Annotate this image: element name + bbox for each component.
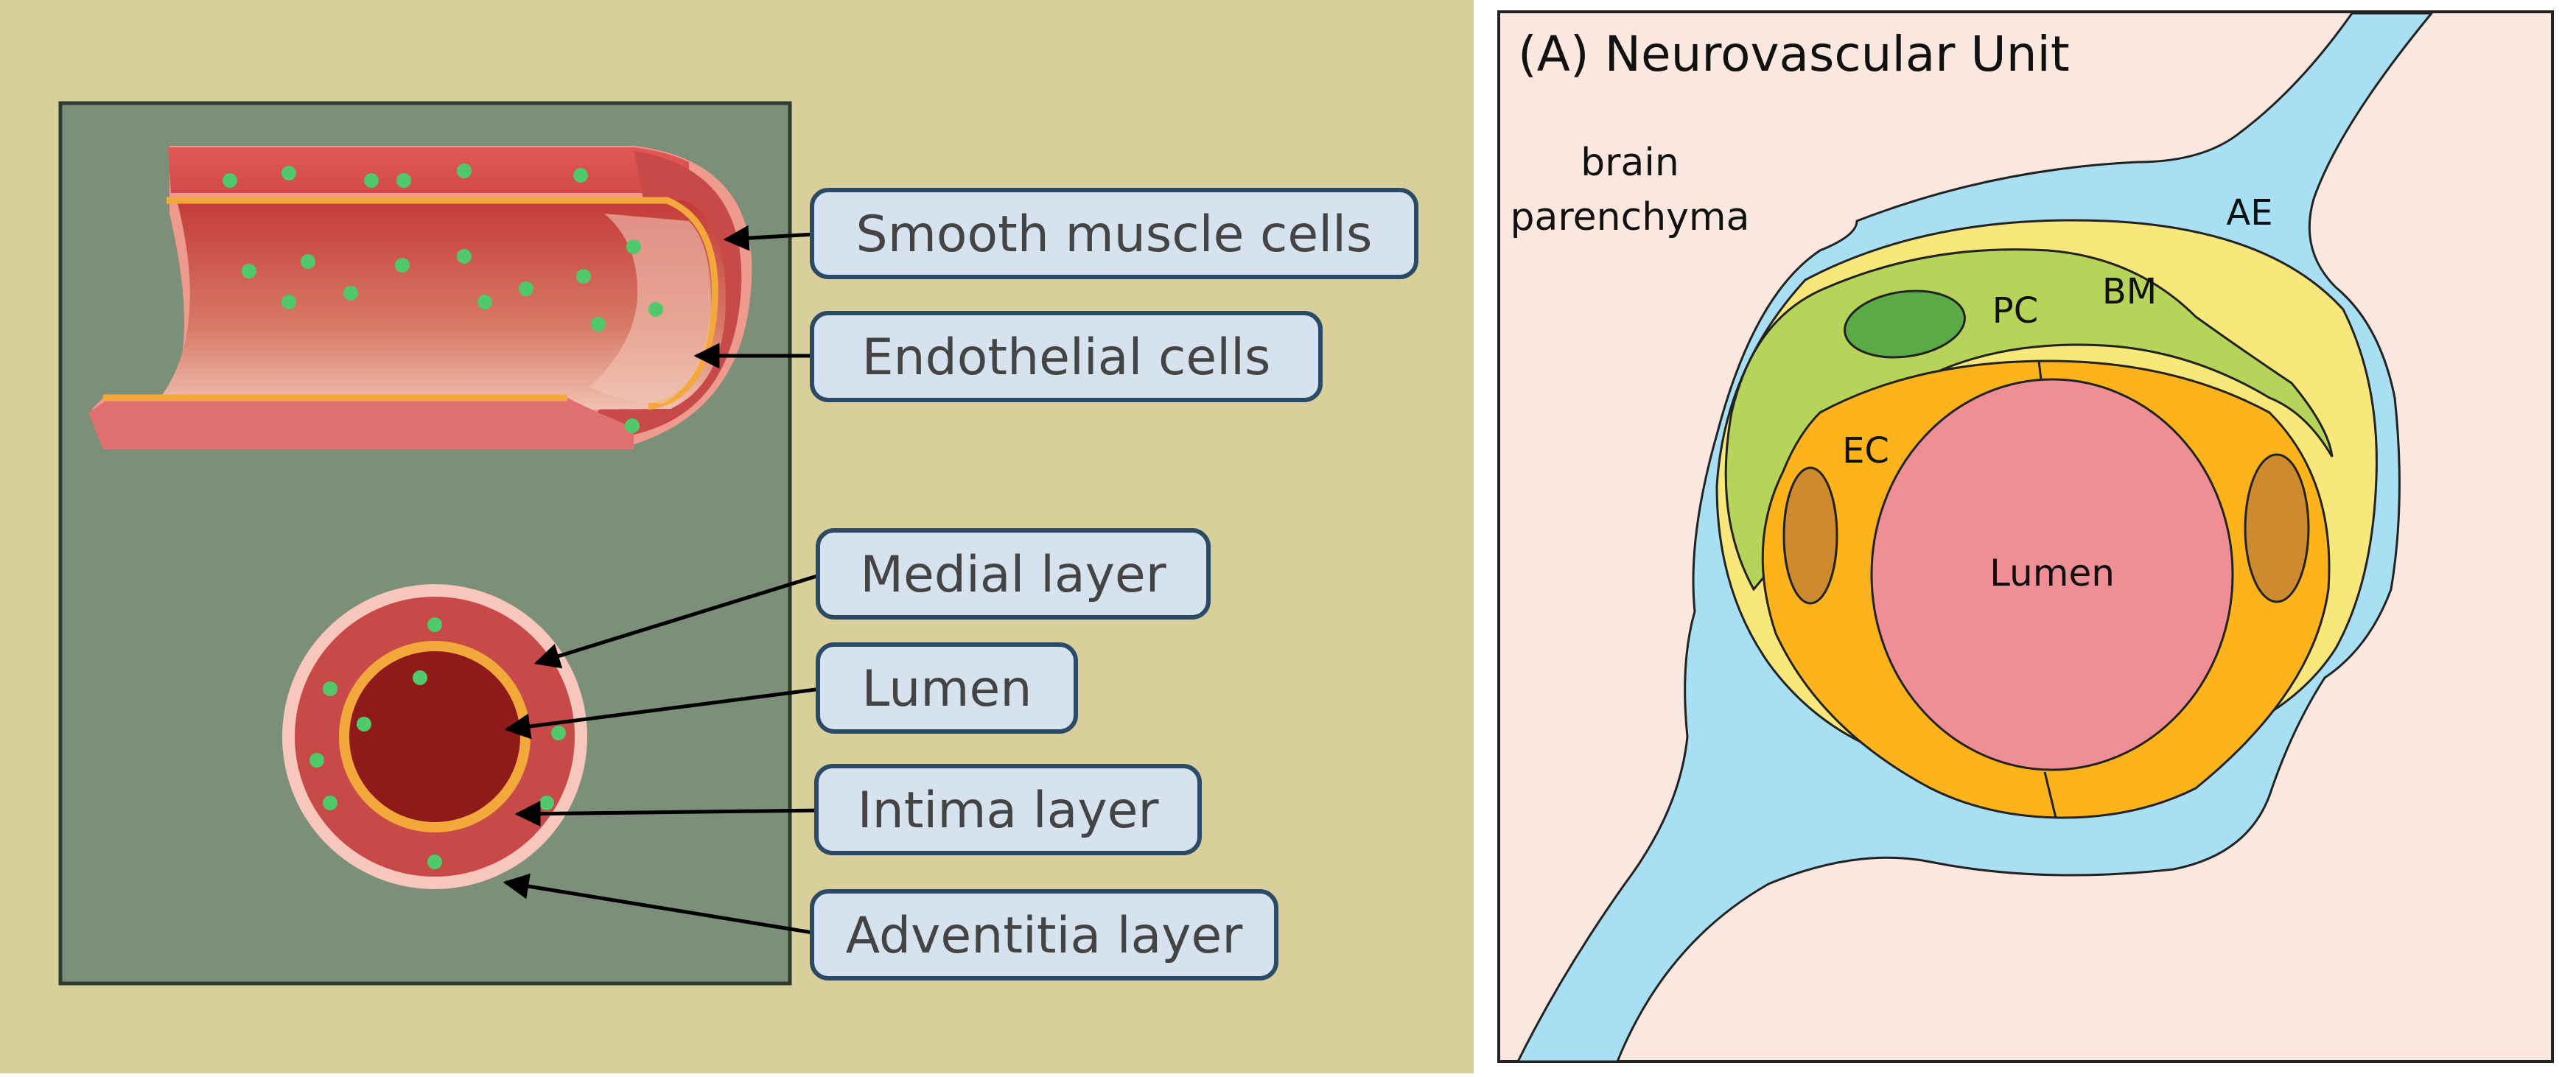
vessel-bottom-wall bbox=[88, 398, 634, 449]
callout-smooth-muscle: Smooth muscle cells bbox=[810, 188, 1418, 279]
panel-title: (A) Neurovascular Unit bbox=[1518, 26, 2070, 83]
callout-lumen: Lumen bbox=[816, 642, 1078, 734]
cross-lumen bbox=[349, 651, 520, 822]
arrow-smooth-muscle bbox=[723, 225, 815, 251]
vessel-intima-line bbox=[167, 197, 718, 410]
vessel-dots bbox=[223, 164, 663, 433]
brain-parenchyma-label-line1: brain bbox=[1581, 141, 1679, 185]
callout-boxes: Smooth muscle cells Endothelial cells Me… bbox=[810, 188, 1418, 980]
arrow-lumen bbox=[504, 687, 822, 740]
left-panel: Smooth muscle cells Endothelial cells Me… bbox=[0, 0, 1474, 1073]
callout-endothelial-text: Endothelial cells bbox=[862, 329, 1271, 387]
vessel-inner-lumen bbox=[147, 200, 726, 413]
lumen-label: Lumen bbox=[1989, 552, 2115, 594]
vessel-longitudinal bbox=[88, 146, 752, 449]
callout-lumen-text: Lumen bbox=[862, 660, 1032, 718]
callout-arrows bbox=[503, 225, 822, 936]
right-white-gap bbox=[1474, 0, 1497, 1073]
ec-nucleus-left bbox=[1782, 466, 1838, 605]
vessel-top-wall bbox=[168, 147, 689, 193]
brain-parenchyma-label-line2: parenchyma bbox=[1511, 195, 1750, 239]
ec-nucleus-right bbox=[2244, 453, 2310, 603]
pericyte-nucleus bbox=[1844, 290, 1966, 359]
ae-label: AE bbox=[2226, 192, 2272, 234]
callout-medial: Medial layer bbox=[816, 528, 1211, 620]
ec-junction-bottom bbox=[2043, 771, 2057, 818]
pc-label: PC bbox=[1992, 290, 2038, 331]
callout-adventitia: Adventitia layer bbox=[810, 889, 1278, 980]
arrow-intima bbox=[514, 801, 822, 827]
callout-smooth-muscle-text: Smooth muscle cells bbox=[856, 206, 1373, 264]
callout-intima-text: Intima layer bbox=[858, 782, 1159, 840]
right-panel: (A) Neurovascular Unit brain parenchyma … bbox=[1474, 0, 2554, 1073]
ec-junction-top bbox=[2037, 360, 2043, 380]
callout-endothelial: Endothelial cells bbox=[810, 311, 1323, 402]
arrow-adventitia bbox=[503, 873, 822, 936]
cross-dots bbox=[309, 617, 566, 869]
bm-label: BM bbox=[2102, 271, 2157, 312]
callout-adventitia-text: Adventitia layer bbox=[846, 907, 1243, 965]
ec-label: EC bbox=[1842, 430, 1889, 471]
vessel-cross-section bbox=[282, 584, 587, 889]
arrow-medial bbox=[533, 572, 822, 669]
callout-intima: Intima layer bbox=[814, 764, 1202, 855]
callout-medial-text: Medial layer bbox=[860, 546, 1166, 604]
vessel-lumen bbox=[1870, 378, 2234, 771]
